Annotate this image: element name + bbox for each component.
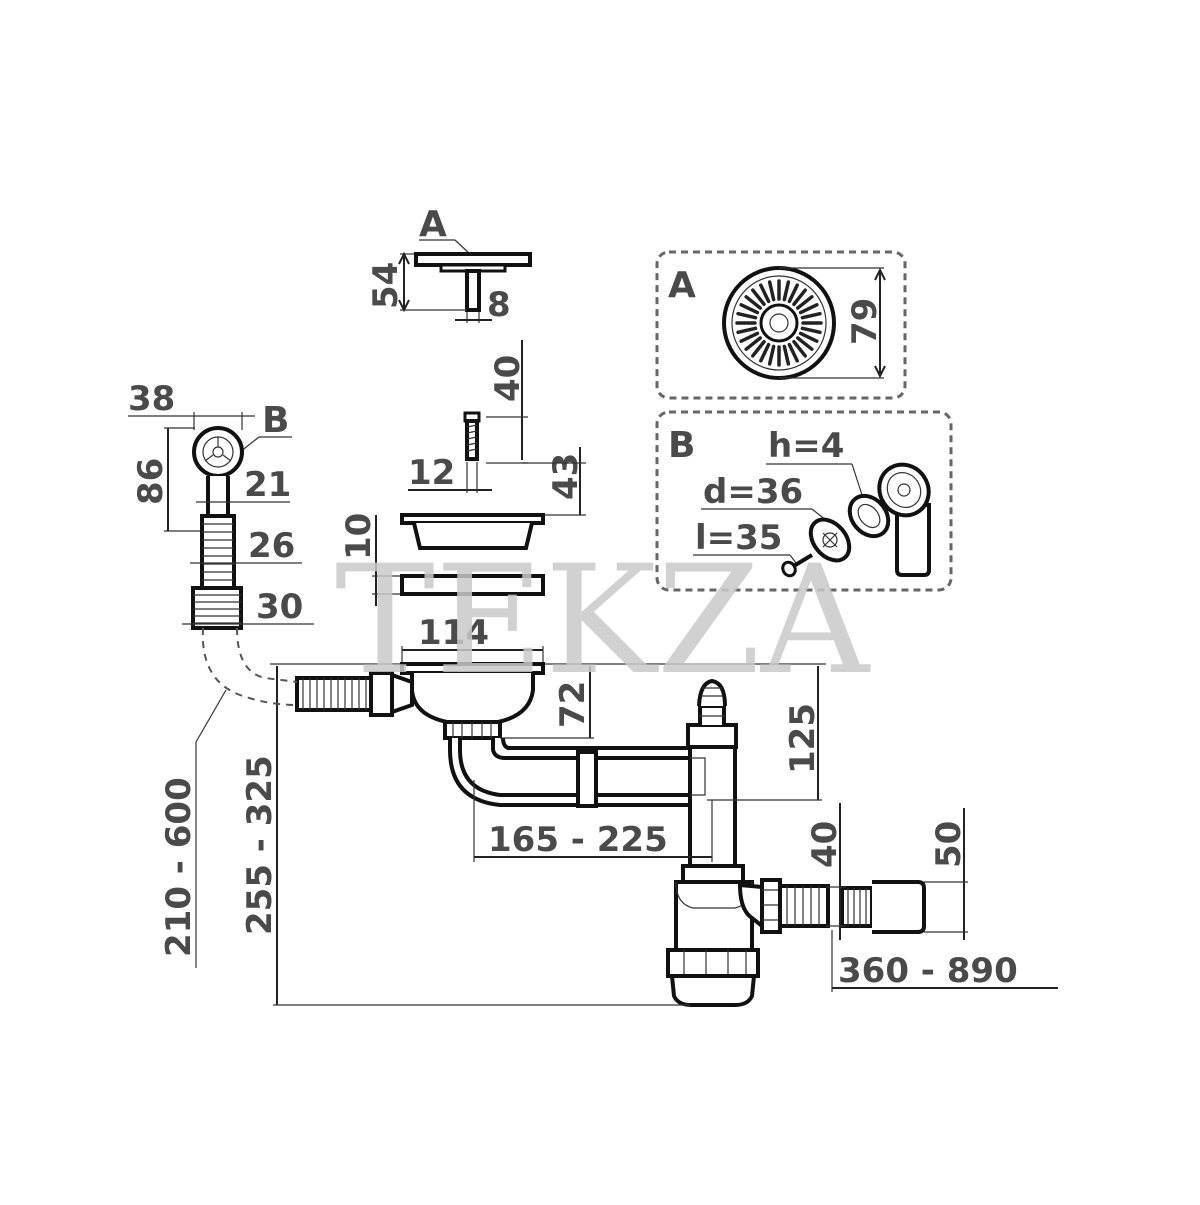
- siphon-offset: 165 - 225: [488, 820, 668, 860]
- overflow-cap-icon: [808, 517, 852, 563]
- overflow-elbow-icon: [877, 462, 931, 577]
- detail-a-label: A: [668, 265, 696, 306]
- detail-b-label: B: [668, 425, 695, 466]
- detail-a-diameter: 79: [845, 298, 885, 345]
- detail-a-frame: [655, 250, 907, 400]
- overflow-part: [191, 426, 244, 630]
- basket-width: 114: [418, 613, 489, 653]
- bolt-part: [463, 411, 481, 461]
- overflow-nut: 30: [256, 587, 303, 627]
- drain-body-part: [295, 662, 738, 872]
- overflow-hose-length: 210 - 600: [159, 777, 199, 957]
- watermark-text: TEKZA: [335, 534, 871, 708]
- outlet-height: 125: [783, 703, 823, 774]
- overflow-width: 38: [128, 379, 175, 419]
- overflow-height: 86: [131, 458, 171, 505]
- detail-b-frame: [655, 410, 953, 592]
- drain-hose-part: [840, 880, 926, 934]
- overflow-hose: 26: [248, 526, 295, 566]
- detail-b-l: l=35: [695, 518, 782, 558]
- outlet-diameter: 40: [805, 821, 845, 868]
- rubber-ring-part: [400, 574, 545, 596]
- strainer-plug-part: [414, 252, 532, 312]
- strainer-stem: 8: [487, 285, 511, 325]
- overflow-hose-path: [201, 627, 298, 706]
- bottle-siphon-part: [666, 864, 830, 1007]
- detail-b-d: d=36: [703, 472, 803, 512]
- screw-icon: [781, 553, 814, 578]
- strainer-height: 54: [366, 262, 406, 309]
- ring-height: 10: [339, 513, 379, 560]
- basket-part: [400, 513, 545, 550]
- total-height: 255 - 325: [240, 755, 280, 935]
- hose-diameter: 50: [929, 821, 969, 868]
- strainer-label: A: [419, 204, 447, 245]
- body-depth: 72: [553, 681, 593, 728]
- bolt-diameter: 12: [408, 453, 455, 493]
- strainer-plate-icon: [722, 266, 836, 380]
- overflow-inner: 21: [244, 465, 291, 505]
- detail-b-h: h=4: [768, 426, 844, 466]
- gasket-ring-icon: [847, 493, 891, 539]
- overflow-label: B: [262, 400, 289, 441]
- hose-length: 360 - 890: [838, 951, 1018, 991]
